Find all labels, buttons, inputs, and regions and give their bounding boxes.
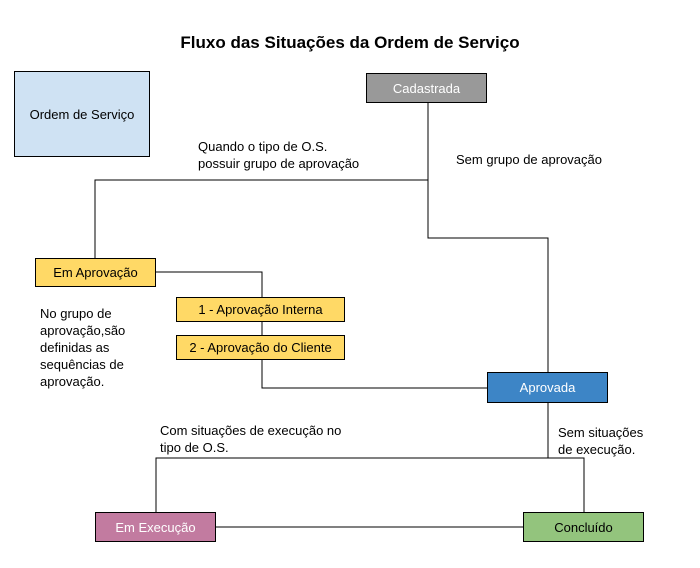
connector-to-aprovada <box>427 180 549 372</box>
diagram-title: Fluxo das Situações da Ordem de Serviço <box>180 33 520 52</box>
label-nota-grupo: No grupo de aprovação,são definidas as s… <box>40 306 126 389</box>
legend-label: Ordem de Serviço <box>29 106 135 122</box>
node-aprovacao-interna: 1 - Aprovação Interna <box>176 297 345 322</box>
label-sem-execucao: Sem situações de execução. <box>558 425 644 457</box>
connector-to-em-execucao <box>155 457 548 512</box>
label-com-grupo: Quando o tipo de O.S. possuir grupo de a… <box>198 139 360 171</box>
connector-aprovacao-steps <box>156 271 487 389</box>
node-aprovacao-interna-label: 1 - Aprovação Interna <box>198 302 323 317</box>
node-aprovada-label: Aprovada <box>519 380 576 395</box>
node-cadastrada-label: Cadastrada <box>392 80 461 96</box>
connector-to-concluido <box>548 457 585 512</box>
node-em-execucao-label: Em Execução <box>115 519 196 535</box>
node-em-aprovacao-label: Em Aprovação <box>53 265 138 280</box>
node-aprovada: Aprovada <box>487 372 608 403</box>
label-com-execucao: Com situações de execução no tipo de O.S… <box>160 423 342 455</box>
node-aprovacao-cliente-label: 2 - Aprovação do Cliente <box>189 340 332 355</box>
node-aprovacao-cliente: 2 - Aprovação do Cliente <box>176 335 345 360</box>
node-em-execucao: Em Execução <box>95 512 216 542</box>
node-concluido: Concluído <box>523 512 644 542</box>
connector-to-em-aprovacao <box>94 179 428 258</box>
node-cadastrada: Cadastrada <box>366 73 487 103</box>
legend-ordem-servico: Ordem de Serviço <box>14 71 150 157</box>
node-concluido-label: Concluído <box>554 519 613 535</box>
node-em-aprovacao: Em Aprovação <box>35 258 156 287</box>
label-sem-grupo: Sem grupo de aprovação <box>456 152 602 167</box>
